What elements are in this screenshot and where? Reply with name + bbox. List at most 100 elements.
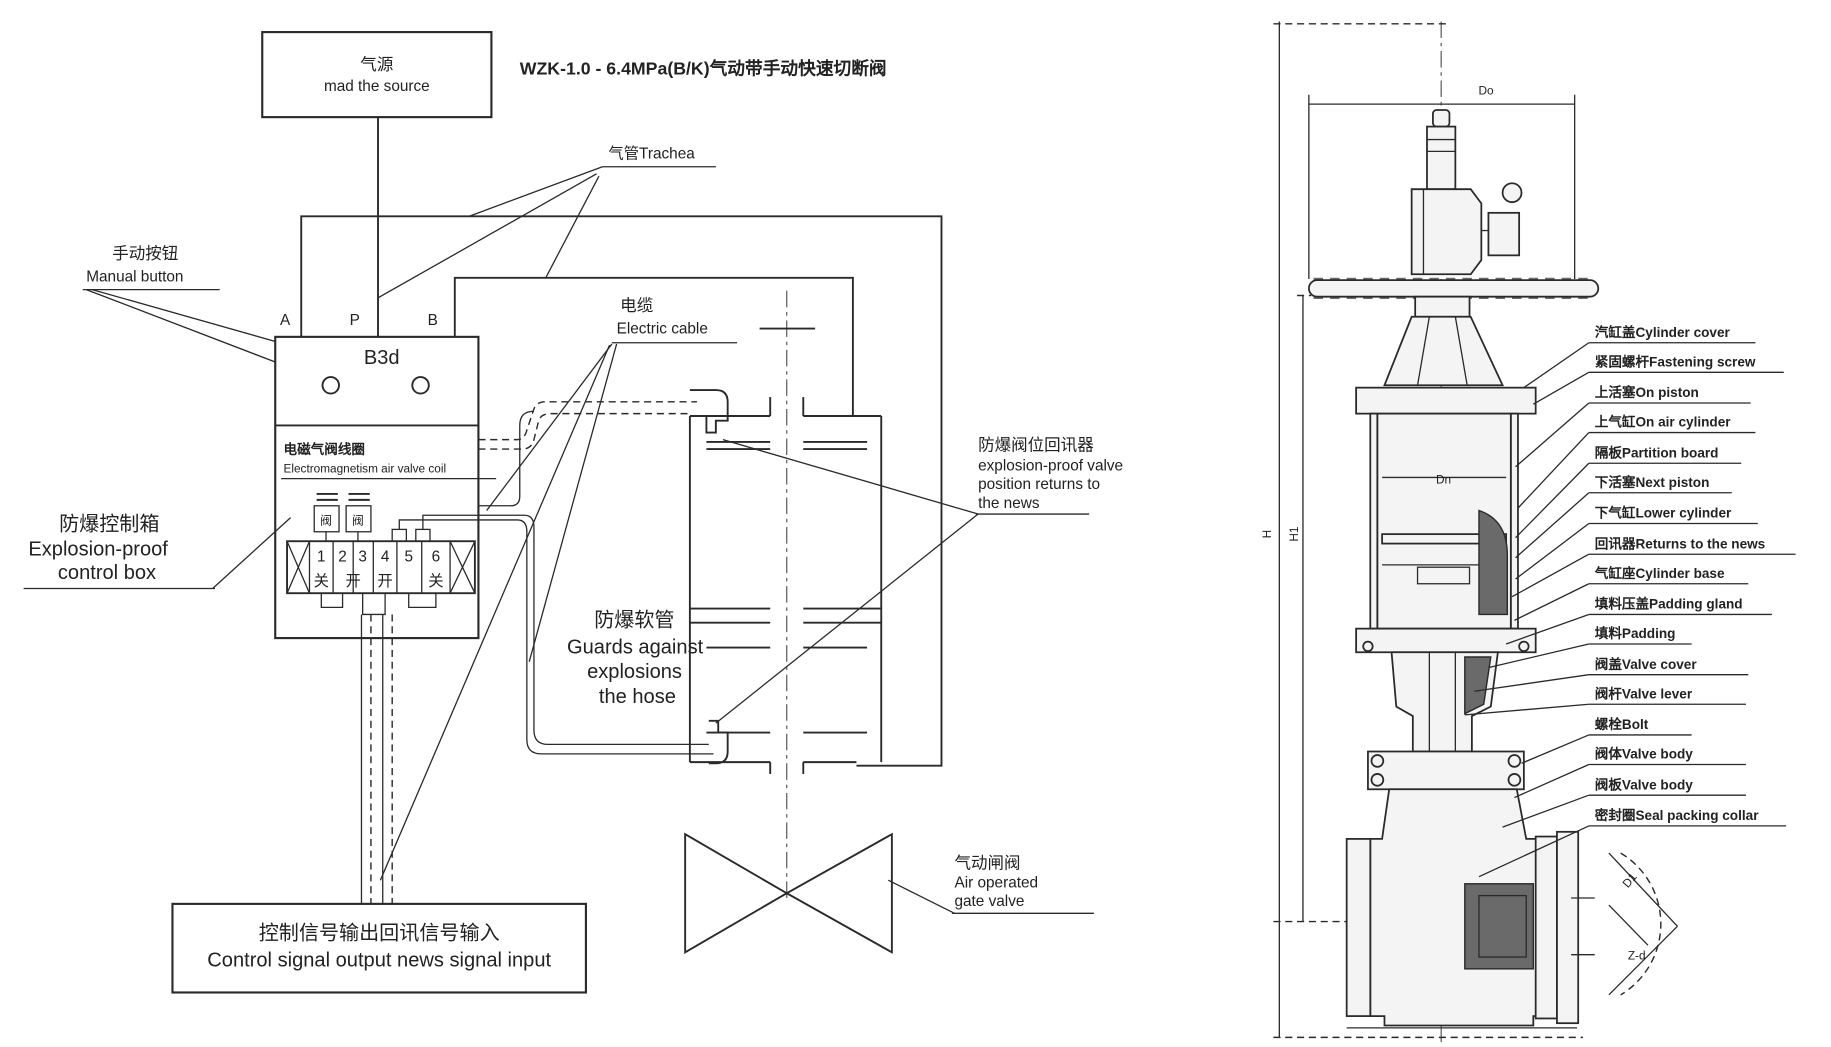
gate-valve-callout: 气动闸阀 Air operated gate valve xyxy=(888,853,1094,914)
right-end-flange xyxy=(1534,835,1558,1020)
schematic: 气源 mad the source WZK-1.0 - 6.4MPa(B/K)气… xyxy=(23,31,1123,994)
part-leader xyxy=(1514,583,1590,621)
bonnet xyxy=(1390,651,1499,753)
dim-do-label: Do xyxy=(1479,84,1495,98)
upper-position-switch-elbow xyxy=(689,389,729,434)
cable-lower xyxy=(478,519,714,755)
electric-cable-leader xyxy=(379,344,611,881)
air-source-cn: 气源 xyxy=(360,55,393,74)
part-leader xyxy=(1478,825,1590,878)
part-label-valve-cover: 阀盖Valve cover xyxy=(1595,656,1698,672)
gate-valve-left-triangle xyxy=(684,832,789,954)
part-label-fastening-screw: 紧固螺杆Fastening screw xyxy=(1595,353,1756,369)
dim-h-label: H xyxy=(1260,530,1274,539)
gate-valve-right-triangle xyxy=(784,832,893,954)
gate-valve-leader xyxy=(888,879,955,914)
control-box: B3d 电磁气阀线圈 Electromagnetism air valve co… xyxy=(274,335,497,640)
gate-valve-symbol xyxy=(684,832,893,954)
signal-wire-1 xyxy=(398,519,479,530)
position-indicator-en-3: the news xyxy=(978,495,1040,512)
right-flange-face xyxy=(1556,830,1580,1025)
terminal-mark-close-2: 关 xyxy=(428,572,443,590)
hose-callout: 防爆软管 Guards against explosions the hose xyxy=(567,608,704,708)
body-flange xyxy=(1367,750,1525,791)
flange-dim-line xyxy=(1608,852,1678,927)
manual-button-callout: 手动按钮 Manual button xyxy=(82,244,414,382)
manual-button-1[interactable] xyxy=(321,376,340,395)
position-indicator-leader xyxy=(715,513,979,724)
control-box-callout: 防爆控制箱 Explosion-proof control box xyxy=(23,513,292,590)
part-leader xyxy=(1505,613,1590,645)
cylinder-base xyxy=(1355,627,1537,654)
part-label-cylinder-cover: 汽缸盖Cylinder cover xyxy=(1595,324,1731,340)
yoke-rib xyxy=(1454,316,1468,386)
part-leader xyxy=(1511,553,1590,598)
body-flange-plate xyxy=(1367,750,1525,791)
hose-en-1: Guards against xyxy=(567,636,704,658)
dim-dn-label: Dn xyxy=(1436,472,1451,486)
handwheel xyxy=(1307,277,1600,300)
bolt-icon xyxy=(1507,773,1522,787)
manual-button-2[interactable] xyxy=(411,376,430,395)
position-indicator-cn: 防爆阀位回讯器 xyxy=(978,435,1094,454)
trachea-leader-b xyxy=(545,175,600,279)
part-leader xyxy=(1514,763,1590,799)
control-box-leader xyxy=(212,517,292,589)
flange-dim-line xyxy=(1608,925,1678,996)
coil-cn: 电磁气阀线圈 xyxy=(284,441,365,457)
cylinder-cover xyxy=(1355,386,1537,415)
hose-en-3: the hose xyxy=(599,686,676,708)
terminal-cross-right xyxy=(449,540,476,594)
cylinder-assembly: Dn xyxy=(1355,386,1537,654)
bolt-icon xyxy=(1507,754,1522,768)
terminal-4: 4 xyxy=(381,548,390,565)
hose-en-2: explosions xyxy=(587,661,682,683)
bolt-icon xyxy=(1370,754,1385,768)
yoke-body xyxy=(1383,315,1504,387)
coil-2-mark: 阀 xyxy=(352,514,364,528)
bolt-icon xyxy=(1362,640,1374,652)
position-switch-box xyxy=(1487,211,1521,257)
diagram-title: WZK-1.0 - 6.4MPa(B/K)气动带手动快速切断阀 xyxy=(520,58,887,79)
port-b-label: B xyxy=(428,312,438,329)
part-leader xyxy=(1515,492,1590,559)
electric-cable-cn: 电缆 xyxy=(620,296,653,315)
handwheel-rim xyxy=(1307,279,1600,298)
part-label-partition-board: 隔板Partition board xyxy=(1595,444,1719,460)
gate-valve-en-2: gate valve xyxy=(954,893,1024,910)
flange-dim-line xyxy=(1608,904,1649,946)
terminal-mark-close-1: 关 xyxy=(314,572,329,590)
stem-housing xyxy=(1426,125,1457,191)
trachea-callout: 气管Trachea xyxy=(377,144,716,299)
signal-box-cn: 控制信号输出回讯信号输入 xyxy=(259,921,500,944)
part-label-seal-packing-collar: 密封圈Seal packing collar xyxy=(1595,807,1759,823)
control-box-cn: 防爆控制箱 xyxy=(59,513,159,536)
hose-cn: 防爆软管 xyxy=(594,608,674,631)
pipe-a xyxy=(300,215,943,767)
part-label-valve-plate: 阀板Valve body xyxy=(1595,776,1694,792)
part-leader xyxy=(1517,432,1590,509)
air-source-en: mad the source xyxy=(324,78,430,95)
trachea-leader-a xyxy=(468,166,603,217)
part-leader xyxy=(1464,703,1589,716)
manual-button-en: Manual button xyxy=(86,268,183,285)
part-leader xyxy=(1523,342,1590,389)
part-label-padding-gland: 填料压盖Padding gland xyxy=(1595,596,1743,612)
bolt-icon xyxy=(1518,640,1530,652)
pipe-b xyxy=(453,276,854,417)
part-label-bolt: 螺栓Bolt xyxy=(1595,716,1649,732)
dim-h1-label: H1 xyxy=(1287,527,1301,542)
stem-cap xyxy=(1432,109,1451,128)
electric-cable-en: Electric cable xyxy=(617,320,708,337)
terminal-mark-open-2: 开 xyxy=(377,573,392,590)
signal-wires xyxy=(360,614,393,904)
control-box-en-1: Explosion-proof xyxy=(28,538,168,560)
actuator-cylinder xyxy=(688,290,883,898)
part-label-valve-body: 阀体Valve body xyxy=(1595,746,1694,762)
gate-valve-en-1: Air operated xyxy=(954,874,1038,891)
part-leader xyxy=(1515,462,1590,539)
dim-zd-label: Z-d xyxy=(1628,948,1646,962)
gate-disc xyxy=(1478,894,1527,958)
part-leader xyxy=(1515,522,1590,580)
part-leader xyxy=(1532,371,1590,405)
